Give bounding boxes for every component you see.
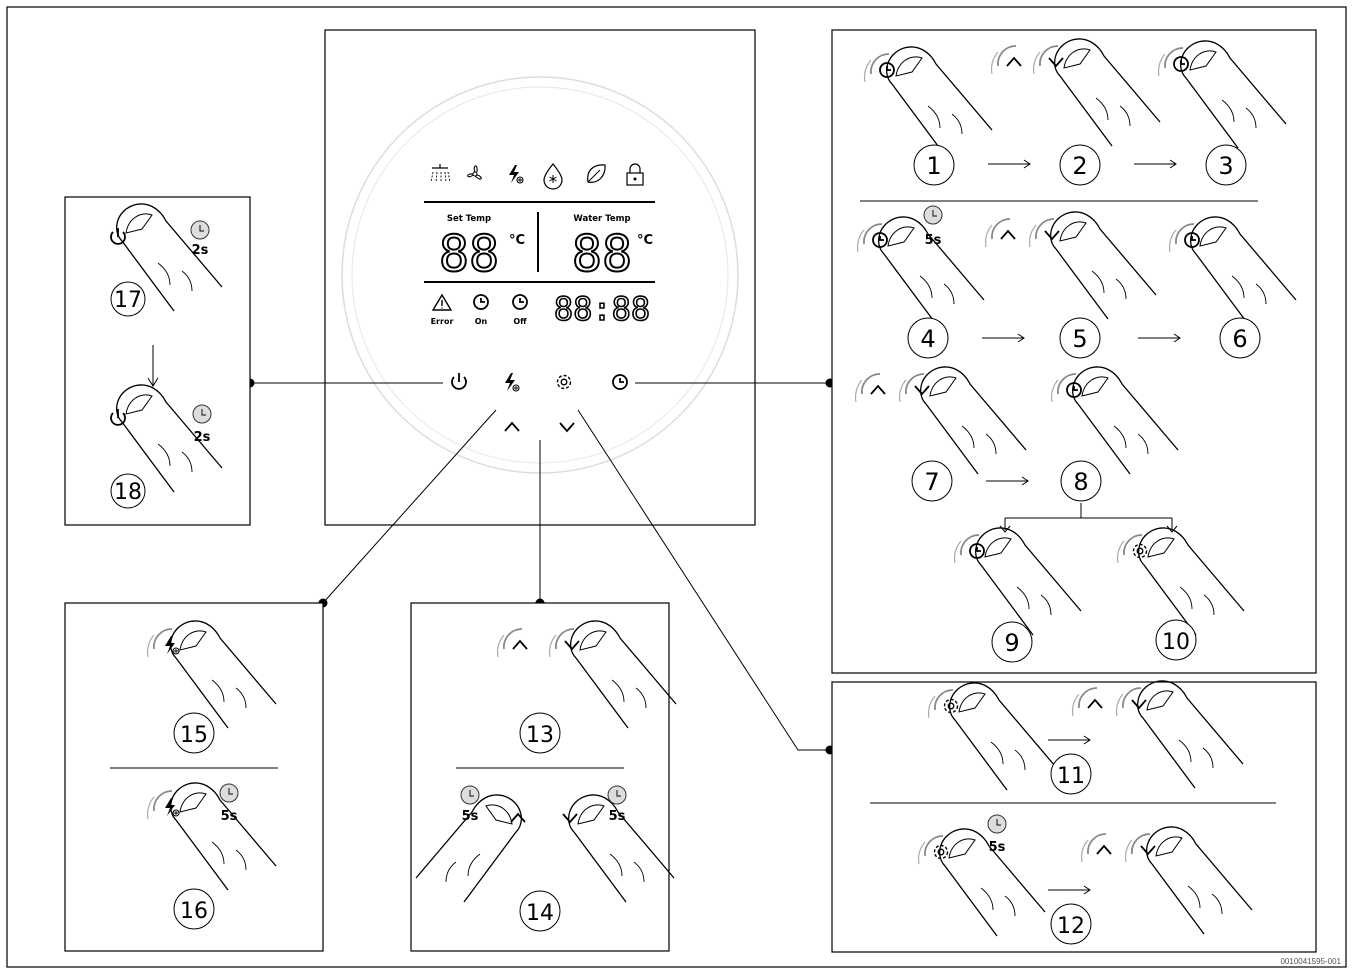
antifreeze-drop-icon [543, 163, 563, 190]
timer-on-label: On [475, 317, 488, 326]
timer-icon [607, 785, 627, 805]
timer-icon [923, 205, 943, 225]
step-number: 10 [1162, 630, 1190, 655]
step-number: 12 [1057, 914, 1085, 939]
step-number: 8 [1073, 468, 1088, 496]
step-number: 14 [526, 901, 554, 926]
lock-icon [626, 163, 644, 186]
figure-id: 0010041595-001 [1280, 957, 1341, 966]
timer-off-label: Off [513, 317, 527, 326]
step-number: 5 [1072, 325, 1087, 353]
step-number: 1 [926, 152, 941, 180]
set-temp-unit: °C [509, 233, 525, 248]
temperature-panel: 13 5s 5s 14 [410, 602, 677, 952]
set-temp-label: Set Temp [447, 214, 491, 224]
duration-label: 5s [462, 809, 479, 824]
timer-setup-panel: 1 2 3 5s 4 5 6 [831, 29, 1317, 674]
connector-lines [250, 382, 830, 751]
clock-display: 88:88 [554, 290, 650, 328]
settings-button[interactable] [556, 374, 572, 390]
duration-label: 2s [194, 430, 211, 445]
step-number: 16 [180, 899, 208, 924]
error-label: Error [431, 317, 454, 326]
timer-icon [219, 783, 239, 803]
step-number: 6 [1232, 325, 1247, 353]
timer-on-icon [473, 294, 489, 310]
water-temp-label: Water Temp [573, 214, 630, 224]
step-number: 13 [526, 723, 554, 748]
shower-icon [430, 164, 451, 183]
duration-label: 5s [609, 809, 626, 824]
boost-panel: 15 5s 16 [64, 602, 324, 952]
power-panel: 2s 17 2s 18 [64, 196, 251, 526]
timer-icon [192, 404, 212, 424]
step-number: 7 [924, 468, 939, 496]
step-number: 9 [1004, 629, 1019, 657]
duration-label: 5s [221, 809, 238, 824]
timer-off-icon [512, 294, 528, 310]
step-number: 3 [1218, 152, 1233, 180]
settings-panel: 11 5s 12 [831, 680, 1317, 953]
step-number: 18 [114, 480, 142, 505]
clock-button[interactable] [612, 374, 628, 390]
settings-gear-icon [943, 698, 959, 714]
water-temp-unit: °C [637, 233, 653, 248]
fan-icon [467, 165, 482, 180]
timer-icon [987, 814, 1007, 834]
step-number: 4 [920, 325, 935, 353]
timer-icon [190, 220, 210, 240]
duration-label: 5s [925, 233, 942, 248]
lcd-screen: Set Temp Water Temp 88 °C 88 °C Error On… [411, 144, 661, 336]
timer-icon [460, 785, 480, 805]
step-number: 2 [1072, 152, 1087, 180]
step-number: 15 [180, 723, 208, 748]
step-number: 17 [114, 288, 142, 313]
eco-leaf-icon [587, 164, 606, 183]
outer-frame [6, 6, 1347, 968]
duration-label: 2s [192, 243, 209, 258]
error-icon [431, 293, 453, 311]
step-number: 11 [1057, 764, 1085, 789]
settings-gear-icon [1132, 543, 1148, 559]
water-temp-value: 88 [572, 225, 632, 283]
duration-label: 5s [989, 840, 1006, 855]
set-temp-value: 88 [439, 225, 499, 283]
settings-gear-icon [933, 844, 949, 860]
